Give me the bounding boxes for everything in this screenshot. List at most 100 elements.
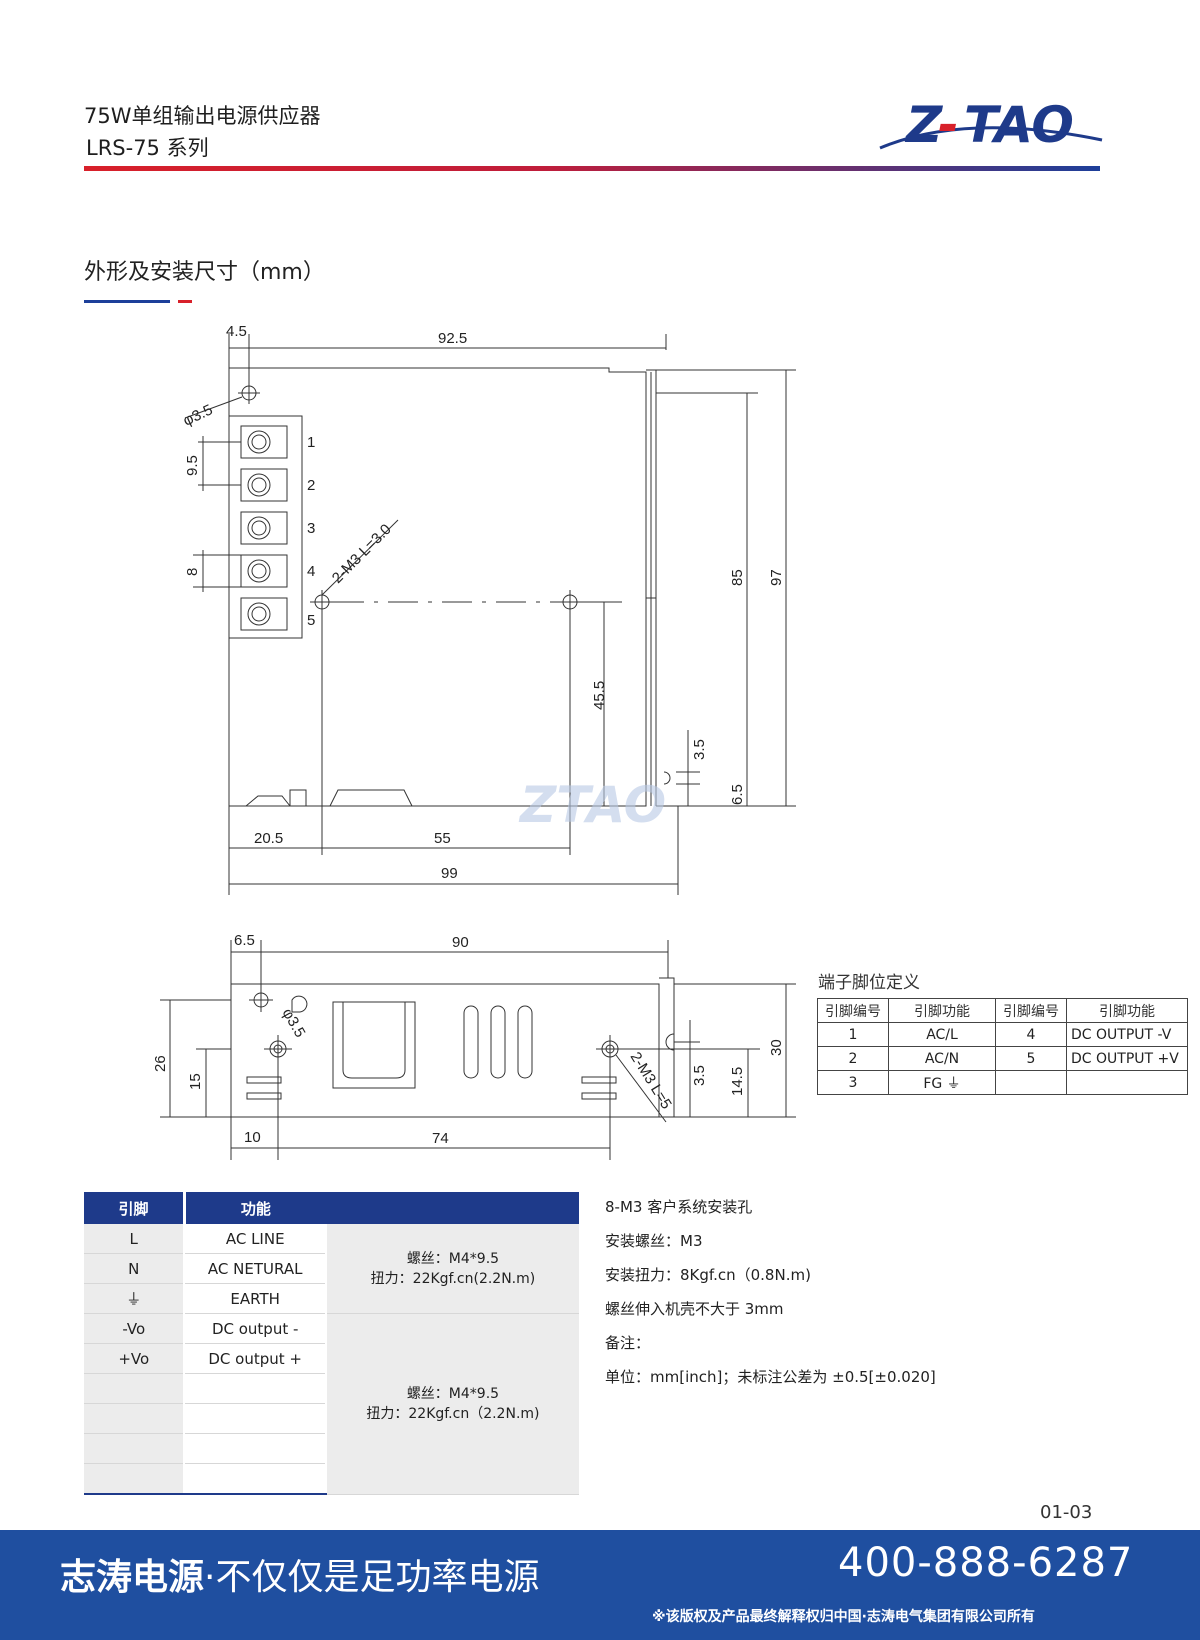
- table-row: [84, 1373, 579, 1404]
- header-pin-no-2: 引脚编号: [995, 998, 1067, 1023]
- dim-99: 99: [441, 865, 458, 882]
- dim-55: 55: [434, 830, 451, 847]
- cell: [1066, 1070, 1188, 1095]
- table-row: 1 AC/L 4 DC OUTPUT -V: [817, 1022, 1188, 1047]
- function-cell: [184, 1433, 327, 1464]
- header-pin-func-1: 引脚功能: [888, 998, 996, 1023]
- side-dim-14-5: 14.5: [729, 1067, 746, 1096]
- terminal-number-5: 5: [307, 612, 315, 629]
- function-cell: EARTH: [184, 1283, 327, 1314]
- spec-torque: 扭力：22Kgf.cn(2.2N.m): [370, 1270, 536, 1287]
- side-dim-74: 74: [432, 1130, 449, 1147]
- note-screw: 安装螺丝：M3: [605, 1232, 703, 1250]
- slogan-text: ·不仅仅是足功率电源: [204, 1557, 540, 1598]
- side-dim-90: 90: [452, 934, 469, 951]
- table-row: -Vo DC output - 螺丝：M4*9.5 扭力：22Kgf.cn（2.…: [84, 1313, 579, 1495]
- pin-cell: [84, 1463, 186, 1495]
- cell: DC OUTPUT -V: [1066, 1022, 1188, 1047]
- function-cell: AC NETURAL: [184, 1253, 327, 1284]
- spec-screw: 螺丝：M4*9.5: [406, 1385, 500, 1402]
- pin-cell: [84, 1373, 186, 1404]
- terminal-definition-table: 引脚编号 引脚功能 引脚编号 引脚功能 1 AC/L 4 DC OUTPUT -…: [817, 998, 1188, 1095]
- terminal-table-caption: 端子脚位定义: [818, 973, 920, 993]
- pin-cell: N: [84, 1253, 186, 1284]
- function-cell: AC LINE: [184, 1224, 327, 1254]
- pin-cell: +Vo: [84, 1343, 186, 1374]
- cell: 1: [817, 1022, 889, 1047]
- header-pin-no-1: 引脚编号: [817, 998, 889, 1023]
- page-number: 01-03: [1040, 1502, 1093, 1523]
- spec-cell-dc: 螺丝：M4*9.5 扭力：22Kgf.cn（2.2N.m): [325, 1313, 579, 1495]
- function-cell: [184, 1373, 327, 1404]
- document-subtitle: LRS-75 系列: [86, 136, 209, 160]
- table-row: L AC LINE 螺丝：M4*9.5 扭力：22Kgf.cn(2.2N.m): [84, 1224, 579, 1314]
- cell: [995, 1070, 1067, 1095]
- dim-20-5: 20.5: [254, 830, 283, 847]
- note-torque: 安装扭力：8Kgf.cn（0.8N.m): [605, 1266, 811, 1284]
- ztao-logo: Z - TAO: [879, 96, 1103, 154]
- cell: 3: [817, 1070, 889, 1095]
- top-view-drawing: [184, 334, 796, 895]
- watermark-logo: ZTAO: [518, 776, 666, 834]
- terminal-number-1: 1: [307, 434, 315, 451]
- side-dim-10: 10: [244, 1129, 261, 1146]
- terminal-number-2: 2: [307, 477, 315, 494]
- cell: 2: [817, 1046, 889, 1071]
- pin-function-table: 引脚 功能 L AC LINE 螺丝：M4*9.5 扭力：22Kgf.cn(2.…: [84, 1192, 579, 1495]
- dim-4-5: 4.5: [226, 323, 247, 340]
- cell: 4: [995, 1022, 1067, 1047]
- header-spec: [325, 1192, 579, 1224]
- cell: AC/L: [888, 1022, 996, 1047]
- side-dim-3-5: 3.5: [691, 1065, 708, 1086]
- spec-screw: 螺丝：M4*9.5: [406, 1250, 500, 1267]
- pin-cell: L: [84, 1224, 186, 1254]
- dim-phi-3-5: φ3.5: [181, 401, 216, 429]
- section-underline-red: [178, 300, 192, 303]
- spec-cell-ac: 螺丝：M4*9.5 扭力：22Kgf.cn(2.2N.m): [325, 1224, 579, 1314]
- note-remark: 备注：: [605, 1334, 651, 1352]
- svg-text:-: -: [938, 96, 959, 154]
- side-view-drawing: [160, 940, 796, 1160]
- terminal-number-4: 4: [307, 563, 315, 580]
- cell: AC/N: [888, 1046, 996, 1071]
- side-dim-15: 15: [187, 1073, 204, 1090]
- footer-bar: [0, 1530, 1200, 1640]
- note-mount-holes: 8-M3 客户系统安装孔: [605, 1198, 753, 1216]
- footer-slogan: 志涛电源·不仅仅是足功率电源: [60, 1548, 539, 1600]
- dim-45-5: 45.5: [591, 681, 608, 710]
- installation-notes: 8-M3 客户系统安装孔 安装螺丝：M3 安装扭力：8Kgf.cn（0.8N.m…: [605, 1196, 936, 1400]
- cell: DC OUTPUT +V: [1066, 1046, 1188, 1071]
- spec-torque: 扭力：22Kgf.cn（2.2N.m): [366, 1405, 540, 1422]
- dim-6-5: 6.5: [729, 784, 746, 805]
- header-function: 功能: [184, 1192, 326, 1224]
- table-header-row: 引脚 功能: [84, 1192, 579, 1224]
- pin-cell: -Vo: [84, 1313, 186, 1344]
- dim-92-5: 92.5: [438, 330, 467, 347]
- table-header-row: 引脚编号 引脚功能 引脚编号 引脚功能: [817, 998, 1188, 1023]
- header-divider: [84, 166, 1100, 171]
- dim-3-5: 3.5: [691, 739, 708, 760]
- table-row: 3 FG ⏚: [817, 1070, 1188, 1095]
- table-row: N AC NETURAL: [84, 1253, 579, 1284]
- slogan-brand: 志涛电源: [60, 1557, 205, 1598]
- header-pin: 引脚: [84, 1192, 186, 1224]
- dim-8: 8: [184, 568, 201, 576]
- dim-85: 85: [729, 569, 746, 586]
- dimension-drawings: ZTAO 4.5 92.5 φ3.5 9.5 8 2-M3 L=3.0 85 9…: [152, 323, 796, 1160]
- table-row: [84, 1403, 579, 1434]
- svg-text:Z: Z: [904, 96, 944, 154]
- table-row: ⏚ EARTH: [84, 1283, 579, 1314]
- table-row: [84, 1463, 579, 1495]
- dim-97: 97: [768, 569, 785, 586]
- function-cell: [184, 1463, 327, 1495]
- note-unit: 单位：mm[inch]；未标注公差为 ±0.5[±0.020]: [605, 1368, 936, 1386]
- pin-cell: [84, 1433, 186, 1464]
- table-row: [84, 1433, 579, 1464]
- side-dim-6-5: 6.5: [234, 932, 255, 949]
- dim-2-m3-l3: 2-M3 L=3.0: [329, 521, 395, 587]
- note-depth: 螺丝伸入机壳不大于 3mm: [605, 1300, 784, 1318]
- cell: FG ⏚: [888, 1070, 996, 1095]
- table-row: +Vo DC output +: [84, 1343, 579, 1374]
- side-dim-2-m3-l5: 2-M3 L=5: [627, 1049, 675, 1112]
- function-cell: DC output -: [184, 1313, 327, 1344]
